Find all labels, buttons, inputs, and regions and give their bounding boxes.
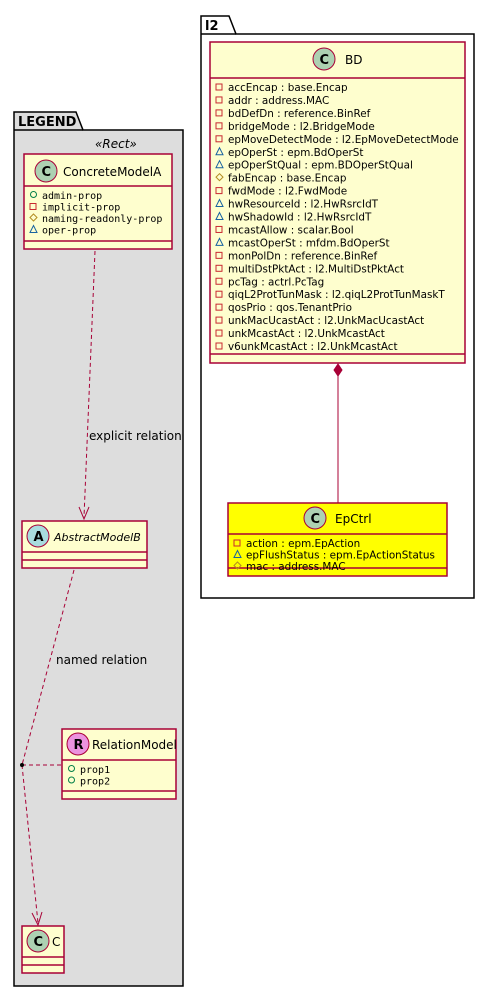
attribute: v6unkMcastAct : l2.UnkMcastAct [228,341,398,353]
attribute: fabEncap : base.Encap [228,173,347,185]
attribute: epOperStQual : epm.BDOperStQual [228,160,413,172]
class-epctrl: C EpCtrl action : epm.EpActionepFlushSta… [227,502,448,577]
explicit-relation-label: explicit relation [89,429,182,443]
attribute: unkMcastAct : l2.UnkMcastAct [228,328,385,340]
composition-bd-epctrl [333,363,343,503]
attribute: epOperSt : epm.BdOperSt [228,147,363,159]
private-visibility-icon [215,109,223,117]
attribute: fwdMode : l2.FwdMode [228,186,347,198]
attribute: hwShadowId : l2.HwRsrcIdT [228,212,372,224]
class-relation-name: RelationModel [92,738,177,752]
abstract-icon [26,524,50,548]
attribute: implicit-prop [42,203,120,214]
relation-icon [66,732,90,756]
private-visibility-icon [29,203,37,210]
class-concrete-name: ConcreteModelA [63,165,162,179]
class-icon-letter: C [42,165,52,180]
public-visibility-icon [68,765,75,772]
private-visibility-icon [215,277,223,285]
private-visibility-icon [215,225,223,233]
package-visibility-icon [215,211,224,220]
class-concrete-attributes: admin-propimplicit-propnaming-readonly-p… [29,191,162,237]
private-visibility-icon [215,342,223,350]
class-bd-name: BD [345,53,362,67]
private-visibility-icon [215,135,223,143]
private-visibility-icon [215,316,223,324]
association-dot [20,763,24,767]
attribute: epFlushStatus : epm.EpActionStatus [246,550,435,562]
class-icon-letter: C [320,53,330,68]
public-visibility-icon [68,776,75,784]
package-l2-title: l2 [205,19,219,34]
attribute: hwResourceId : l2.HwRsrcIdT [228,199,379,211]
legend-stereotype: «Rect» [95,137,137,151]
protected-visibility-icon [233,561,242,570]
class-icon-letter: C [34,935,44,950]
class-icon [26,929,50,953]
attribute: addr : address.MAC [228,95,329,107]
public-visibility-icon [30,191,37,198]
attribute: unkMacUcastAct : l2.UnkMacUcastAct [228,315,424,327]
private-visibility-icon [215,290,223,298]
attribute: qosPrio : qos.TenantPrio [228,302,352,314]
class-icon [312,47,336,71]
attribute: oper-prop [42,226,96,237]
package-visibility-icon [215,237,224,246]
class-icon [34,159,58,183]
class-c-name: C [52,935,60,949]
class-abstract-model-b: A AbstractModelB [21,520,148,569]
abstract-icon-letter: A [34,530,44,545]
attribute: accEncap : base.Encap [228,82,348,94]
attribute: monPolDn : reference.BinRef [228,250,378,262]
package-visibility-icon [215,198,224,208]
private-visibility-icon [215,122,223,130]
named-relation-arrow: named relation [20,569,147,927]
private-visibility-icon [215,96,223,104]
private-visibility-icon [233,539,241,547]
class-icon-letter: C [311,512,321,527]
protected-visibility-icon [29,213,38,222]
attribute: qiqL2ProtTunMask : l2.qiqL2ProtTunMaskT [228,289,445,301]
attribute: epMoveDetectMode : l2.EpMoveDetectMode [228,134,459,146]
private-visibility-icon [215,83,223,91]
attribute: mac : address.MAC [246,561,346,573]
named-relation-label: named relation [56,653,147,667]
class-c: C C [21,925,65,974]
private-visibility-icon [215,251,223,259]
attribute: prop2 [80,777,110,788]
attribute: mcastAllow : scalar.Bool [228,224,354,236]
class-epctrl-name: EpCtrl [335,512,372,526]
private-visibility-icon [215,303,223,311]
attribute: naming-readonly-prop [42,214,162,225]
attribute: admin-prop [42,191,102,202]
package-visibility-icon [29,224,38,233]
protected-visibility-icon [215,172,224,182]
attribute: multiDstPktAct : l2.MultiDstPktAct [228,263,404,275]
composition-diamond [333,363,343,377]
explicit-relation-arrow: explicit relation [78,250,182,521]
private-visibility-icon [215,187,223,195]
attribute: pcTag : actrl.PcTag [228,276,324,288]
package-visibility-icon [215,146,224,156]
class-icon [303,506,327,530]
class-abstract-name: AbstractModelB [53,531,141,544]
attribute: bdDefDn : reference.BinRef [228,108,371,120]
package-visibility-icon [233,549,242,558]
package-visibility-icon [215,159,224,169]
private-visibility-icon [215,264,223,272]
attribute: bridgeMode : l2.BridgeMode [228,121,375,133]
attribute: mcastOperSt : mfdm.BdOperSt [228,237,390,249]
package-legend-title: LEGEND [18,115,77,130]
relation-icon-letter: R [74,738,84,753]
class-concrete-model-a: C ConcreteModelA admin-propimplicit-prop… [23,153,173,250]
private-visibility-icon [215,329,223,337]
attribute: prop1 [80,765,110,776]
attribute: action : epm.EpAction [246,538,360,550]
